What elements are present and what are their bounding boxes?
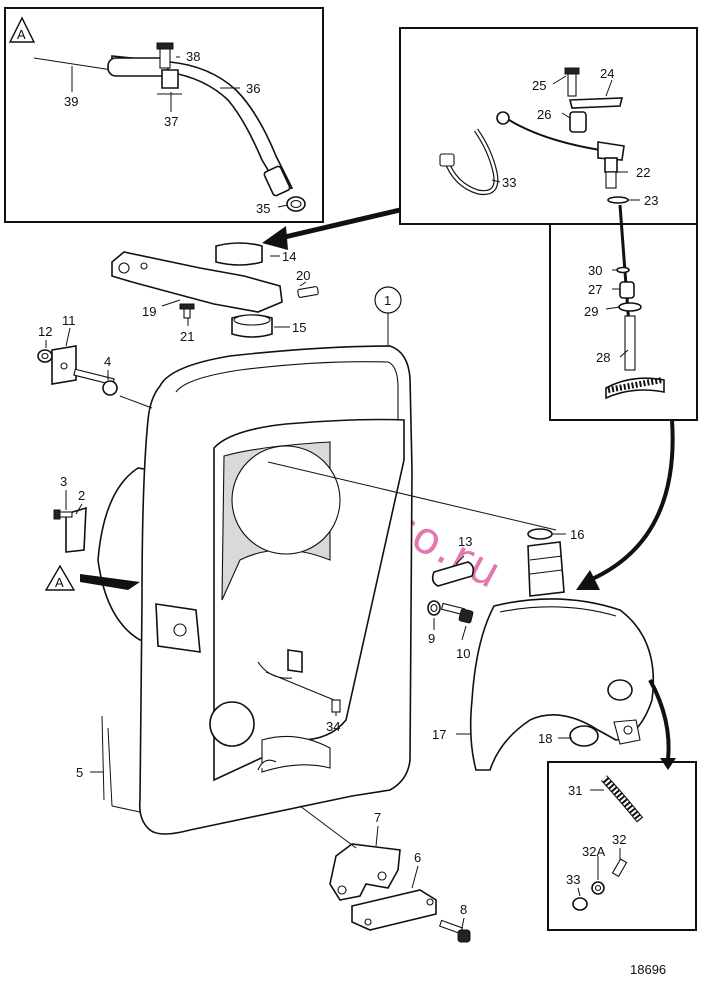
callout-38: 37 [164,114,178,129]
callout-33: 33 [566,872,580,887]
callout-14: 14 [282,249,296,264]
arrow-down-icon [660,758,676,770]
callout-32: 32 [612,832,626,847]
callout-28: 28 [596,350,610,365]
callout-8: 8 [460,902,467,917]
callout-12: 12 [38,324,52,339]
callout-30: 30 [588,263,602,278]
middle-fasteners: 13 9 10 16 [427,527,584,661]
tube-sleeve [107,57,169,77]
callout-37: 36 [246,81,260,96]
callout-16: 16 [570,527,584,542]
callout-20: 20 [296,268,310,283]
callout-3: 3 [60,474,67,489]
callout-27: 27 [588,282,602,297]
callout-32a: 32A [582,844,605,859]
callout-24: 24 [600,66,614,81]
callout-29: 29 [584,304,598,319]
callout-11: 11 [62,313,76,328]
callout-9: 9 [428,631,435,646]
callout-17: 17 [432,727,446,742]
detail-box-fasteners: 31 32 32A 33 [547,761,697,931]
callout-1: 1 [384,293,391,308]
svg-text:A: A [55,575,64,590]
callout-7: 7 [374,810,381,825]
detail-box-a: A 38 36 37 39 35 [4,7,324,223]
callout-39: 38 [186,49,200,64]
callout-6: 6 [414,850,421,865]
callout-36: 35 [256,201,270,216]
drawing-reference-number: 18696 [630,962,666,977]
callout-22: 22 [636,165,650,180]
callout-21: 21 [180,329,194,344]
detail-box-sensor: 25 24 26 22 23 33 30 27 29 28 [262,27,698,590]
left-fasteners: 12 11 4 3 2 [37,313,153,553]
linkage-assembly: 14 15 20 19 21 [111,242,319,344]
bottom-bracket-parts: 7 6 8 [299,805,471,943]
pointer-arrow-right-icon [80,574,140,590]
housing-a-marker: A [44,564,140,591]
callout-5: 5 [76,765,83,780]
callout-4: 4 [104,354,111,369]
pointer-arrow-icon [262,226,288,250]
callout-2: 2 [78,488,85,503]
callout-19: 19 [142,304,156,319]
detail-a-marker-icon [8,16,36,43]
curved-arrow-down-icon [576,570,600,590]
callout-23: 23 [644,193,658,208]
callout-31: 31 [568,783,582,798]
callout-25: 25 [532,78,546,93]
callout-40: 39 [64,94,78,109]
callout-15: 15 [292,320,306,335]
callout-34: 33 [502,175,516,190]
cover-assembly: 17 18 [432,541,676,771]
main-housing: 1 5 34 [76,286,557,835]
detail-a-marker-label: A [17,27,26,42]
callout-26: 26 [537,107,551,122]
gear [605,377,665,400]
callout-10: 10 [456,646,470,661]
callout-18: 18 [538,731,552,746]
tube-clamp [161,69,179,89]
callout-13: 13 [458,534,472,549]
callout-35: 34 [326,719,340,734]
